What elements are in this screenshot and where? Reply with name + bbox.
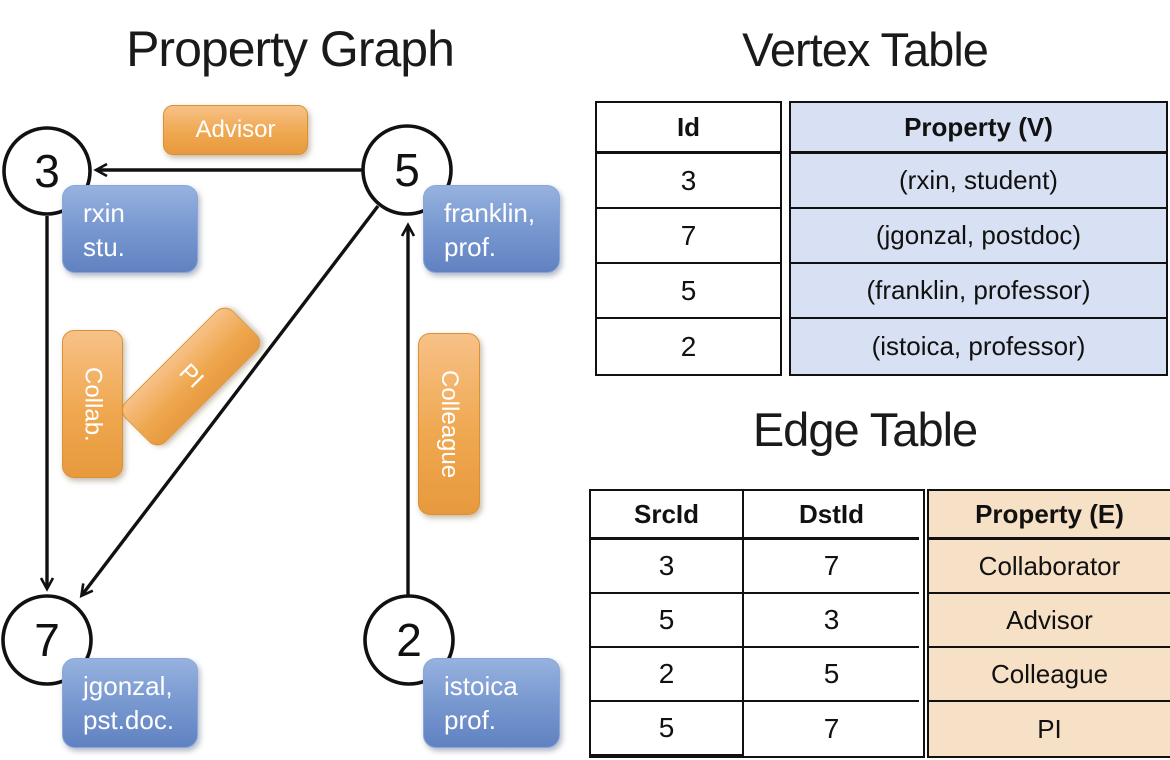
vertex-id-2: 2 [396, 614, 422, 666]
vertex-property-box-7: jgonzal, pst.doc. [62, 658, 198, 748]
edge-label-collab-text: Collab. [79, 366, 107, 442]
table-cell: 5 [742, 648, 919, 702]
vertex-property-line: franklin, [444, 198, 536, 228]
vertex-id-3: 3 [34, 145, 60, 197]
vertex-table-property-column: Property (V) (rxin, student) (jgonzal, p… [789, 101, 1168, 376]
table-cell: 7 [742, 702, 919, 756]
table-cell: 5 [591, 702, 742, 756]
edge-label-advisor: Advisor [163, 105, 308, 155]
edge-table-header-srcid: SrcId [591, 491, 742, 540]
edge-table-title: Edge Table [752, 403, 978, 456]
table-cell: (jgonzal, postdoc) [791, 209, 1166, 264]
vertex-property-line: prof. [444, 232, 497, 262]
table-cell: 7 [742, 540, 919, 594]
table-cell: Advisor [929, 594, 1170, 648]
table-cell: Collaborator [929, 540, 1170, 594]
property-graph-title: Property Graph [126, 21, 455, 77]
table-cell: 5 [591, 594, 742, 648]
vertex-property-line: prof. [444, 705, 497, 735]
vertex-property-line: stu. [83, 232, 125, 262]
vertex-property-box-3: rxin stu. [62, 185, 198, 273]
vertex-property-line: istoica [444, 671, 518, 701]
table-cell: 2 [591, 648, 742, 702]
table-cell: (franklin, professor) [791, 264, 1166, 319]
table-cell: 3 [742, 594, 919, 648]
table-cell: 7 [597, 209, 780, 264]
vertex-property-line: pst.doc. [83, 705, 175, 735]
vertex-table-id-column: Id 3 7 5 2 [595, 101, 782, 376]
table-cell: Colleague [929, 648, 1170, 702]
vertex-id-5: 5 [394, 144, 420, 196]
edge-table-id-columns: SrcId DstId 3 7 5 3 2 5 5 7 [589, 489, 925, 758]
table-cell: (istoica, professor) [791, 319, 1166, 374]
table-cell: PI [929, 702, 1170, 756]
edge-label-colleague: Colleague [418, 333, 480, 515]
vertex-property-line: rxin [83, 198, 125, 228]
table-cell: 3 [597, 154, 780, 209]
table-cell: 2 [680, 330, 697, 362]
vertex-table-header-property: Property (V) [791, 103, 1166, 154]
vertex-property-box-2: istoica prof. [423, 658, 560, 748]
vertex-table-header-id: Id [597, 103, 780, 154]
table-cell: 5 [597, 264, 780, 319]
table-cell: (rxin, student) [791, 154, 1166, 209]
vertex-table-title: Vertex Table [742, 23, 989, 76]
vertex-id-7: 7 [34, 614, 60, 666]
edge-table-header-dstid: DstId [742, 491, 919, 540]
table-cell: 3 [591, 540, 742, 594]
edge-label-collab: Collab. [62, 330, 123, 478]
edge-pi-5-to-7 [82, 204, 380, 595]
edge-label-pi-text: PI [173, 358, 209, 394]
vertex-property-line: jgonzal, [83, 671, 173, 701]
edge-label-colleague-text: Colleague [436, 369, 463, 479]
edge-table-header-property: Property (E) [929, 491, 1170, 540]
edge-table-property-column: Property (E) Collaborator Advisor Collea… [927, 489, 1170, 758]
vertex-property-box-5: franklin, prof. [423, 185, 560, 273]
